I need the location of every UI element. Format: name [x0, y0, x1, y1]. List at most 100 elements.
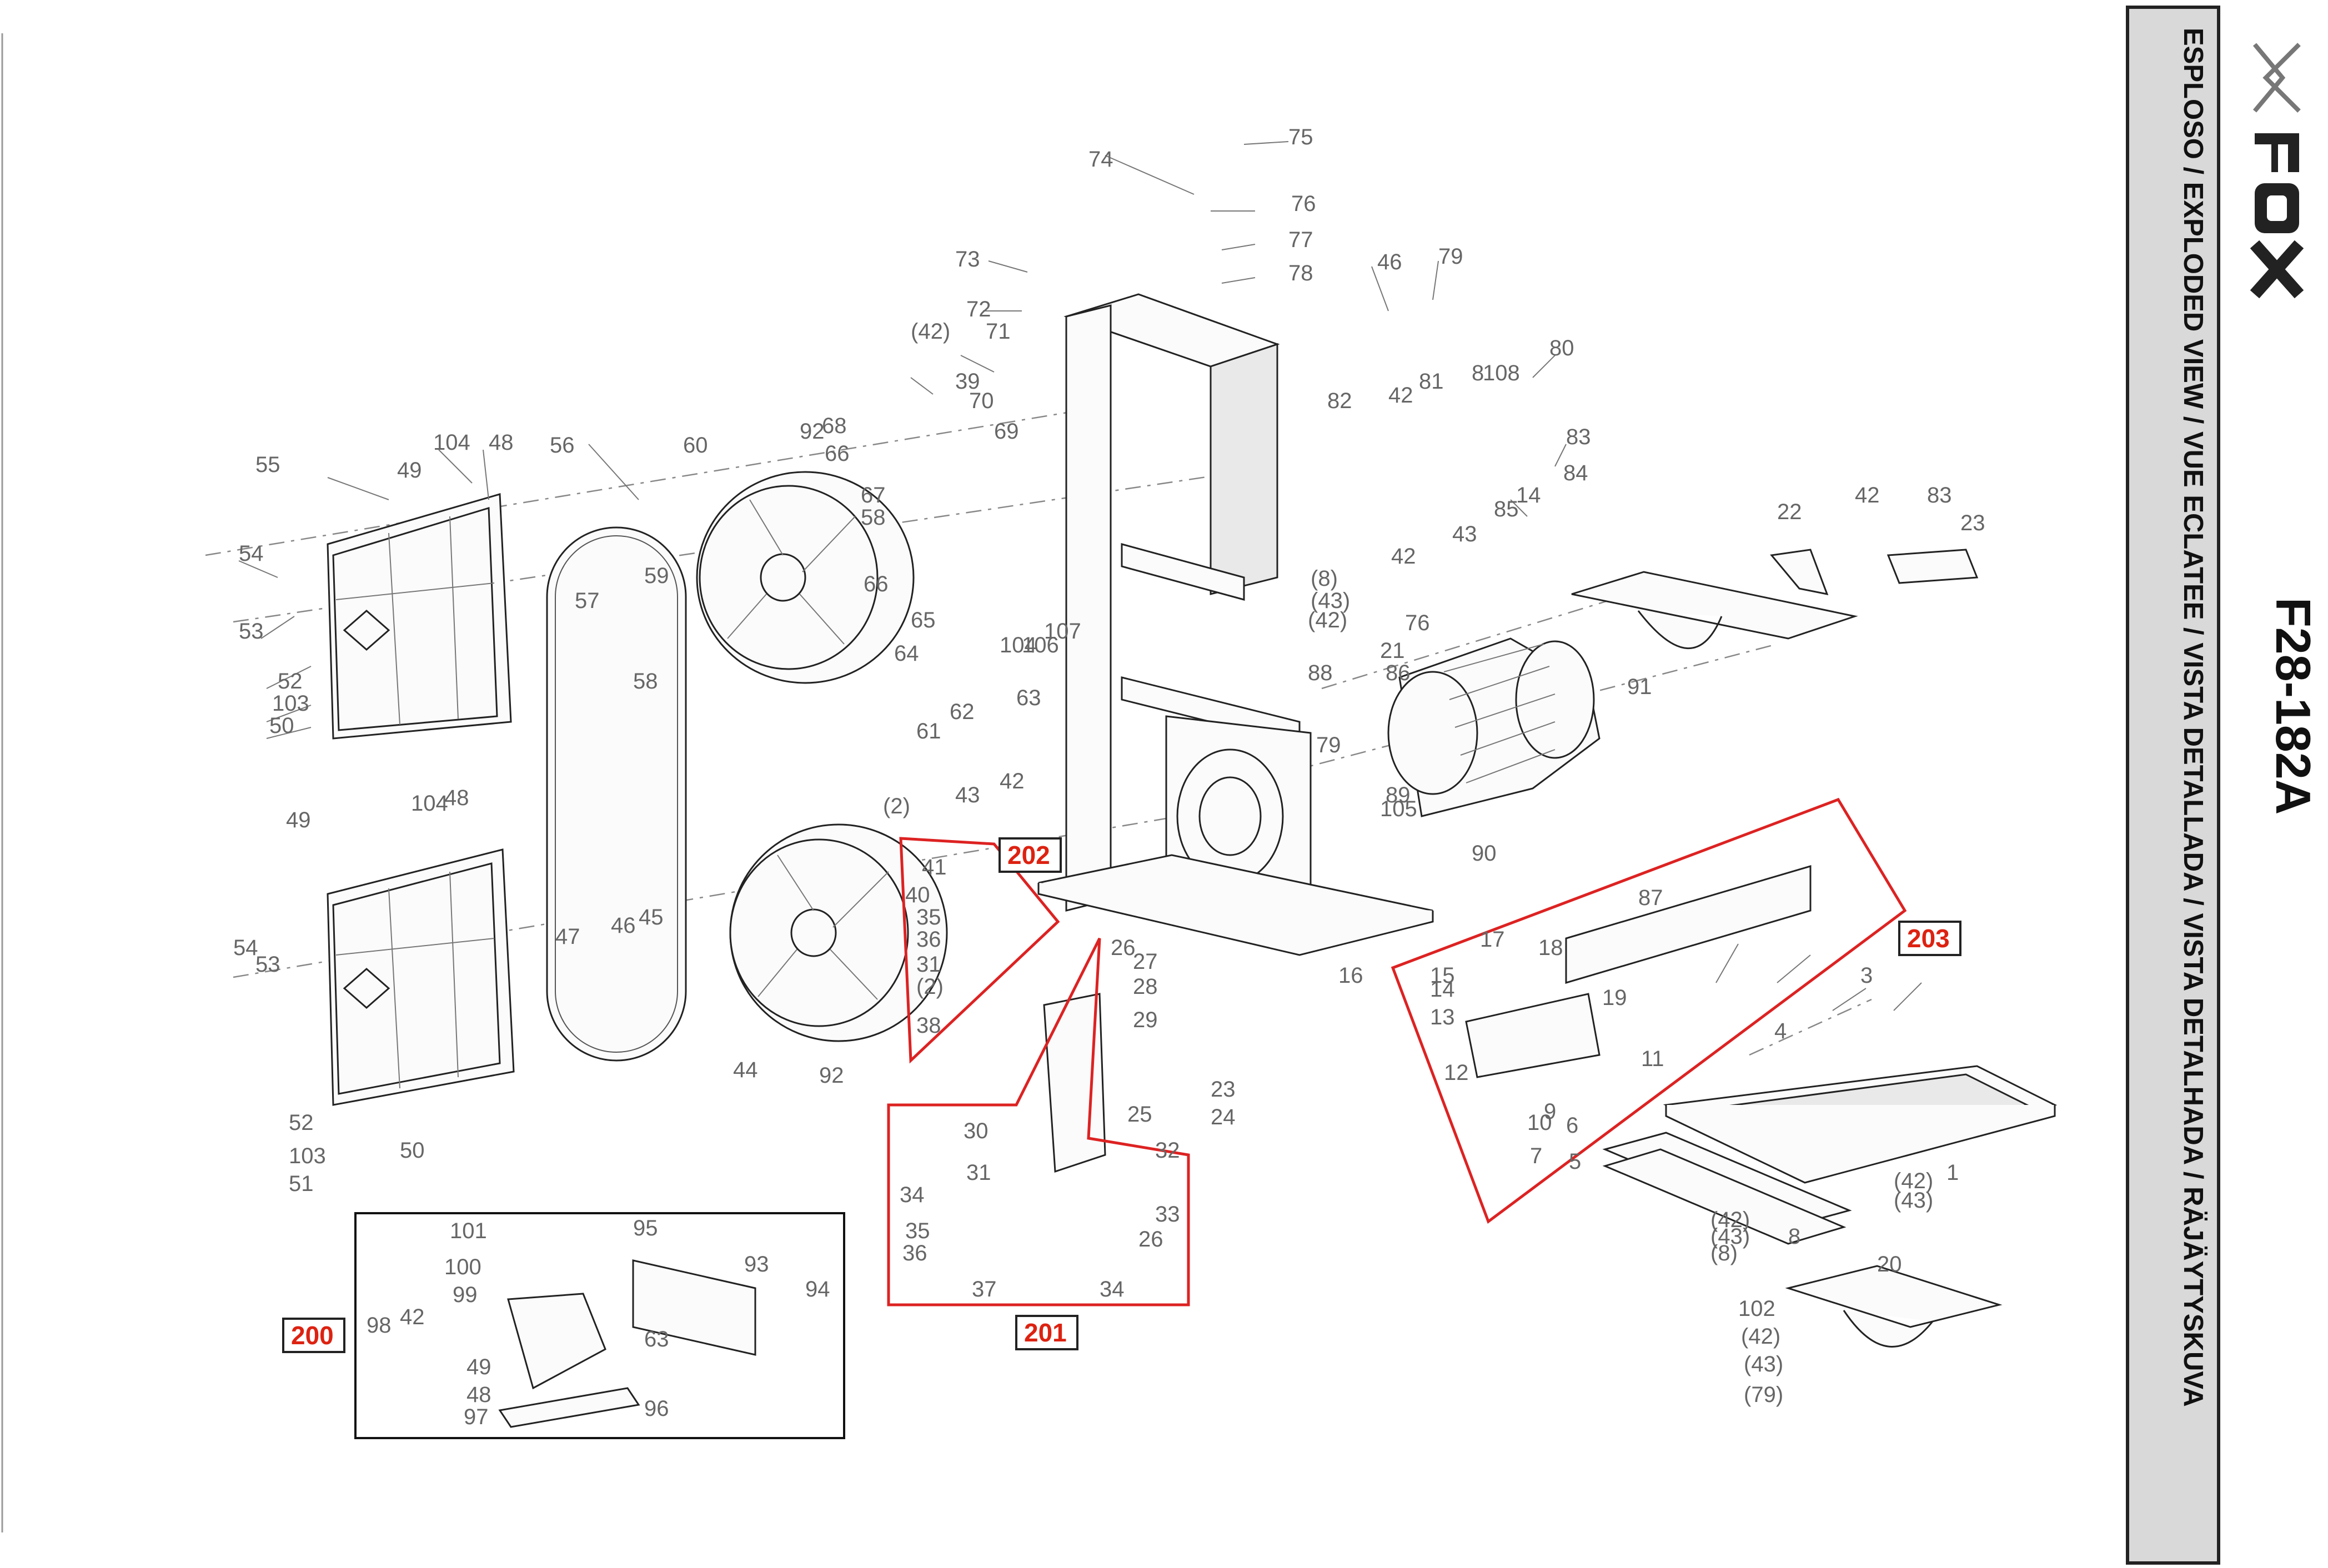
part-number-label: 50 — [400, 1138, 425, 1163]
part-number-label: 80 — [1549, 336, 1574, 360]
part-number-label: 99 — [453, 1283, 478, 1307]
part-number-label: 23 — [1211, 1077, 1236, 1102]
fence-bracket — [1465, 993, 1600, 1078]
part-number-label: 35 — [916, 905, 941, 929]
svg-text:203: 203 — [1907, 924, 1950, 953]
part-number-label: 53 — [255, 952, 280, 977]
subassembly-label-200: 200 — [282, 1318, 345, 1353]
part-number-label: (42) — [1308, 608, 1347, 632]
subassembly-label-202: 202 — [999, 837, 1062, 873]
part-number-label: 59 — [644, 564, 669, 588]
part-number-label: 42 — [1391, 544, 1416, 569]
part-number-label: 100 — [444, 1255, 481, 1279]
saw-blade-inner — [555, 535, 678, 1053]
part-number-label: 88 — [1308, 661, 1333, 685]
part-number-labels: 74757677787372(42)7139706968666758666092… — [233, 125, 1985, 1429]
model-number: F28-182A — [2266, 597, 2321, 815]
part-number-label: 77 — [1288, 228, 1313, 252]
part-number-label: 12 — [1444, 1061, 1469, 1085]
part-number-label: 71 — [986, 319, 1011, 344]
svg-text:200: 200 — [291, 1321, 334, 1350]
part-number-label: 92 — [819, 1063, 844, 1088]
part-number-label: 67 — [861, 483, 886, 507]
main-frame — [1037, 293, 1434, 956]
part-number-label: 107 — [1044, 619, 1081, 644]
part-number-label: 42 — [1000, 769, 1025, 793]
part-number-label: 63 — [1016, 686, 1041, 710]
part-number-label: 31 — [966, 1160, 991, 1185]
part-number-label: 61 — [916, 719, 941, 743]
part-number-label: 86 — [1386, 661, 1411, 685]
part-number-label: 68 — [822, 414, 847, 438]
part-number-label: 75 — [1288, 125, 1313, 149]
part-number-label: 40 — [905, 883, 930, 907]
part-number-label: 30 — [964, 1119, 989, 1143]
part-number-label: 24 — [1211, 1105, 1236, 1129]
part-number-label: 27 — [1133, 949, 1158, 974]
title-panel: F28-182A ESPLOSO / EXPLODED VIEW / VUE E… — [2126, 6, 2321, 1565]
part-number-label: 18 — [1538, 936, 1563, 960]
part-number-label: 42 — [1855, 483, 1880, 507]
part-number-label: 21 — [1380, 639, 1405, 663]
part-number-label: 19 — [1602, 986, 1627, 1010]
part-number-label: 63 — [644, 1327, 669, 1351]
part-number-label: (42) — [1894, 1169, 1933, 1193]
subassembly-label-201: 201 — [1015, 1315, 1078, 1350]
rip-fence — [1565, 865, 1812, 984]
part-number-label: 26 — [1111, 936, 1136, 960]
part-number-label: 29 — [1133, 1008, 1158, 1032]
part-number-label: 10 — [1527, 1110, 1552, 1135]
part-number-label: 36 — [916, 927, 941, 952]
part-number-label: 46 — [611, 913, 636, 938]
part-number-label: (42) — [1741, 1324, 1780, 1349]
part-number-label: (43) — [1710, 1224, 1750, 1249]
part-number-label: 1 — [1946, 1160, 1959, 1185]
part-number-label: 34 — [1100, 1277, 1125, 1301]
part-number-label: 108 — [1483, 361, 1520, 385]
part-number-label: 16 — [1338, 963, 1363, 988]
part-number-label: 20 — [1877, 1252, 1902, 1276]
mitre-gauge — [498, 1259, 756, 1428]
part-number-label: 96 — [644, 1396, 669, 1421]
part-number-label: 60 — [683, 433, 708, 458]
part-number-label: 52 — [278, 669, 303, 693]
part-number-label: 14 — [1516, 483, 1541, 507]
upper-door-panel — [327, 493, 512, 740]
part-number-label: 102 — [1738, 1296, 1775, 1321]
part-number-label: 104 — [1000, 633, 1037, 657]
part-number-label: 95 — [633, 1216, 658, 1240]
saw-table — [1663, 1065, 2058, 1184]
part-number-label: 45 — [639, 905, 664, 929]
part-number-label: 101 — [450, 1219, 487, 1243]
part-number-label: 53 — [239, 619, 264, 644]
part-number-label: 81 — [1419, 369, 1444, 394]
subassembly-203-outline — [1391, 797, 1907, 1224]
part-number-label: 3 — [1860, 963, 1873, 988]
part-number-label: 58 — [633, 669, 658, 693]
part-number-label: (42) — [911, 319, 950, 344]
part-number-label: 83 — [1566, 425, 1591, 449]
part-number-label: 6 — [1566, 1113, 1578, 1138]
upper-wheel — [696, 471, 915, 684]
saw-blade — [546, 526, 687, 1062]
part-number-label: 84 — [1563, 461, 1588, 485]
part-number-label: 87 — [1638, 886, 1663, 910]
part-number-label: (8) — [1710, 1241, 1738, 1265]
part-number-label: 83 — [1927, 483, 1952, 507]
part-number-label: 8 — [1788, 1224, 1800, 1249]
part-number-label: 74 — [1088, 147, 1113, 172]
part-number-label: 52 — [289, 1110, 314, 1135]
part-number-label: 105 — [1380, 797, 1417, 821]
part-number-label: 35 — [905, 1219, 930, 1243]
part-number-label: 66 — [825, 441, 850, 466]
part-number-label: 44 — [733, 1058, 758, 1082]
part-number-label: 58 — [861, 505, 886, 530]
part-number-label: 43 — [955, 783, 980, 807]
subassembly-201-outline — [887, 937, 1190, 1306]
part-number-label: 56 — [550, 433, 575, 458]
part-number-label: 97 — [464, 1405, 489, 1429]
part-number-label: 72 — [966, 297, 991, 321]
part-number-label: 36 — [902, 1241, 927, 1265]
part-number-label: 31 — [916, 952, 941, 977]
